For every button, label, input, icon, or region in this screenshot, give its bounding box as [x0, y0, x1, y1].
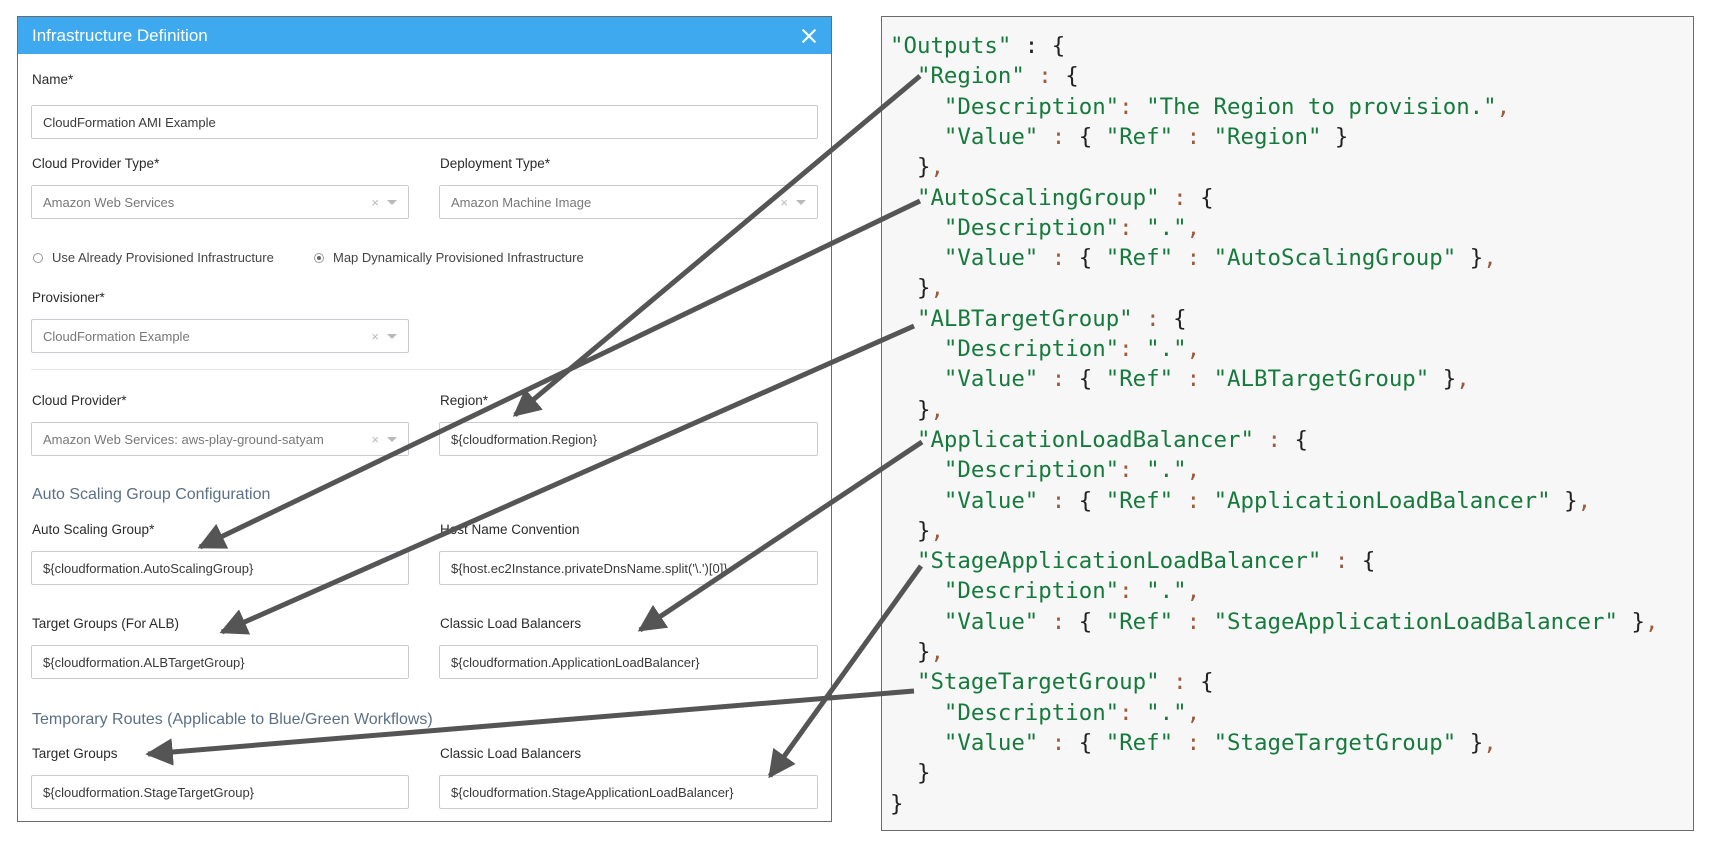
chevron-down-icon[interactable] — [387, 436, 397, 442]
code-output-description: "Description": ".", — [943, 699, 1201, 726]
cloud-provider-select[interactable]: Amazon Web Services: aws-play-ground-sat… — [31, 422, 409, 456]
temp-classic-lb-label: Classic Load Balancers — [440, 746, 582, 761]
region-input[interactable]: ${cloudformation.Region} — [439, 422, 818, 456]
target-groups-alb-input[interactable]: ${cloudformation.ALBTargetGroup} — [31, 645, 409, 679]
code-output-close: }, — [916, 517, 944, 544]
code-output-key: "Region" : { — [916, 63, 1079, 90]
divider — [31, 369, 818, 370]
json-outputs-panel: "Outputs" : { "Region" : { "Description"… — [881, 16, 1694, 831]
code-output-close: }, — [916, 275, 944, 302]
dialog-header: Infrastructure Definition — [18, 17, 831, 54]
temp-target-groups-input[interactable]: ${cloudformation.StageTargetGroup} — [31, 775, 409, 809]
name-input-value: CloudFormation AMI Example — [43, 114, 216, 130]
code-output-value: "Value" : { "Ref" : "StageTargetGroup" }… — [943, 729, 1497, 756]
cloud-provider-type-value: Amazon Web Services — [43, 194, 175, 210]
chevron-down-icon[interactable] — [387, 199, 397, 205]
radio-map-dynamic[interactable]: Map Dynamically Provisioned Infrastructu… — [314, 250, 584, 265]
code-output-close: }, — [916, 154, 944, 181]
temp-classic-lb-value: ${cloudformation.StageApplicationLoadBal… — [451, 784, 734, 800]
cloud-provider-label: Cloud Provider* — [32, 393, 127, 408]
asg-section-title: Auto Scaling Group Configuration — [32, 486, 271, 503]
temp-target-groups-value: ${cloudformation.StageTargetGroup} — [43, 784, 255, 800]
chevron-down-icon[interactable] — [387, 333, 397, 339]
code-output-key: "ALBTargetGroup" : { — [916, 305, 1187, 332]
clear-icon[interactable]: × — [371, 431, 379, 447]
provisioner-label: Provisioner* — [32, 290, 105, 305]
radio-use-provisioned[interactable]: Use Already Provisioned Infrastructure — [33, 250, 274, 265]
code-outputs-open: "Outputs" : { — [890, 33, 1066, 59]
cloud-provider-type-label: Cloud Provider Type* — [32, 156, 160, 171]
temp-routes-title: Temporary Routes (Applicable to Blue/Gre… — [32, 711, 433, 728]
temp-target-groups-label: Target Groups — [32, 746, 118, 761]
code-output-key: "StageApplicationLoadBalancer" : { — [916, 548, 1376, 575]
code-output-value: "Value" : { "Ref" : "ALBTargetGroup" }, — [943, 366, 1470, 393]
host-name-input[interactable]: ${host.ec2Instance.privateDnsName.split(… — [439, 551, 818, 585]
radio-button-selected[interactable] — [314, 252, 324, 263]
clear-icon[interactable]: × — [780, 194, 788, 210]
code-output-value: "Value" : { "Ref" : "AutoScalingGroup" }… — [943, 245, 1497, 272]
name-input[interactable]: CloudFormation AMI Example — [31, 105, 818, 139]
cloud-provider-type-select[interactable]: Amazon Web Services × — [31, 185, 409, 219]
code-output-value: "Value" : { "Ref" : "ApplicationLoadBala… — [943, 487, 1592, 514]
code-output-key: "AutoScalingGroup" : { — [916, 184, 1214, 211]
classic-lb-label: Classic Load Balancers — [440, 616, 582, 631]
code-output-close: }, — [916, 396, 944, 423]
region-label: Region* — [440, 393, 489, 408]
clear-icon[interactable]: × — [371, 194, 379, 210]
dialog-title: Infrastructure Definition — [32, 25, 208, 45]
asg-label: Auto Scaling Group* — [32, 522, 155, 537]
code-output-description: "Description": ".", — [943, 214, 1201, 241]
provisioner-value: CloudFormation Example — [43, 328, 190, 344]
target-groups-alb-label: Target Groups (For ALB) — [32, 616, 180, 631]
deployment-type-value: Amazon Machine Image — [451, 194, 592, 210]
code-output-close: } — [916, 760, 931, 787]
host-name-label: Host Name Convention — [440, 522, 580, 537]
temp-classic-lb-input[interactable]: ${cloudformation.StageApplicationLoadBal… — [439, 775, 818, 809]
clear-icon[interactable]: × — [371, 328, 379, 344]
code-output-key: "StageTargetGroup" : { — [916, 669, 1214, 696]
code-output-description: "Description": ".", — [943, 578, 1201, 605]
infrastructure-definition-dialog: Infrastructure Definition Name* CloudFor… — [17, 16, 832, 822]
code-output-description: "Description": "The Region to provision.… — [943, 93, 1511, 120]
radio-use-provisioned-label: Use Already Provisioned Infrastructure — [52, 250, 274, 265]
code-output-value: "Value" : { "Ref" : "StageApplicationLoa… — [943, 608, 1659, 635]
name-label: Name* — [32, 72, 74, 87]
radio-map-dynamic-label: Map Dynamically Provisioned Infrastructu… — [333, 250, 584, 265]
provisioner-select[interactable]: CloudFormation Example × — [31, 319, 409, 353]
code-output-close: }, — [916, 639, 944, 665]
chevron-down-icon[interactable] — [796, 199, 806, 205]
code-output-description: "Description": ".", — [943, 457, 1201, 484]
cloud-provider-value: Amazon Web Services: aws-play-ground-sat… — [43, 431, 324, 447]
deployment-type-select[interactable]: Amazon Machine Image × — [439, 185, 818, 219]
code-output-description: "Description": ".", — [943, 336, 1201, 362]
radio-button[interactable] — [33, 252, 43, 263]
region-input-value: ${cloudformation.Region} — [451, 431, 597, 447]
deployment-type-label: Deployment Type* — [440, 156, 551, 171]
classic-lb-input[interactable]: ${cloudformation.ApplicationLoadBalancer… — [439, 645, 818, 679]
asg-input[interactable]: ${cloudformation.AutoScalingGroup} — [31, 551, 409, 585]
code-outputs-close: } — [890, 790, 904, 817]
code-output-value: "Value" : { "Ref" : "Region" } — [943, 123, 1349, 150]
target-groups-alb-value: ${cloudformation.ALBTargetGroup} — [43, 654, 245, 670]
host-name-input-value: ${host.ec2Instance.privateDnsName.split(… — [451, 560, 728, 576]
close-icon[interactable] — [801, 28, 817, 44]
code-output-key: "ApplicationLoadBalancer" : { — [916, 426, 1308, 453]
asg-input-value: ${cloudformation.AutoScalingGroup} — [43, 560, 254, 576]
classic-lb-value: ${cloudformation.ApplicationLoadBalancer… — [451, 654, 700, 670]
